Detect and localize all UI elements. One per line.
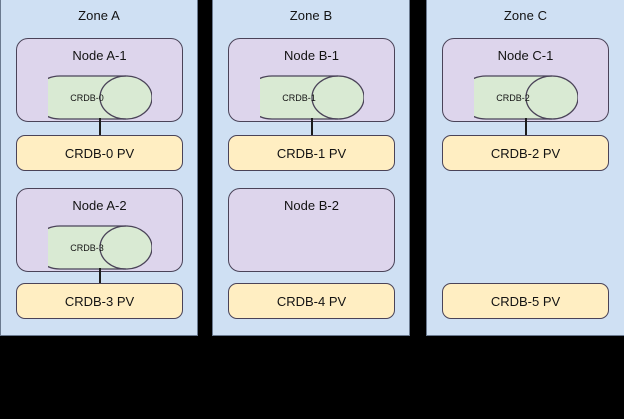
pod-crdb-3: CRDB-3 <box>48 225 152 270</box>
node-b-1-title: Node B-1 <box>284 48 339 63</box>
pod-crdb-1: CRDB-1 <box>260 75 364 120</box>
link-node-b-1-to-pv <box>311 118 313 136</box>
pv-crdb-2: CRDB-2 PV <box>442 135 609 171</box>
cylinder-icon <box>474 75 578 120</box>
cylinder-icon <box>48 75 152 120</box>
node-b-2: Node B-2 <box>228 188 395 272</box>
pod-crdb-0-label: CRDB-0 <box>70 92 104 103</box>
node-a-1: Node A-1 CRDB-0 <box>16 38 183 122</box>
cylinder-icon <box>260 75 364 120</box>
node-a-2-title: Node A-2 <box>72 198 127 213</box>
pod-crdb-0: CRDB-0 <box>48 75 152 120</box>
node-a-1-title: Node A-1 <box>72 48 127 63</box>
link-node-a-2-to-pv <box>99 268 101 286</box>
pv-crdb-1: CRDB-1 PV <box>228 135 395 171</box>
link-node-c-1-to-pv <box>525 118 527 136</box>
cylinder-icon <box>48 225 152 270</box>
pod-crdb-1-label: CRDB-1 <box>282 92 316 103</box>
zone-a-title: Zone A <box>78 8 120 23</box>
zone-c: Zone C Node C-1 CRDB-2 CRDB-2 PV CRDB-5 … <box>426 0 624 336</box>
link-node-a-1-to-pv <box>99 118 101 136</box>
pv-crdb-5: CRDB-5 PV <box>442 283 609 319</box>
pod-crdb-3-label: CRDB-3 <box>70 242 104 253</box>
zone-c-title: Zone C <box>503 8 548 23</box>
node-a-2: Node A-2 CRDB-3 <box>16 188 183 272</box>
pv-crdb-4: CRDB-4 PV <box>228 283 395 319</box>
zone-b: Zone B Node B-1 CRDB-1 CRDB-1 PV Node B-… <box>212 0 410 336</box>
zone-a: Zone A Node A-1 CRDB-0 CRDB-0 PV Node A-… <box>0 0 198 336</box>
node-b-1: Node B-1 CRDB-1 <box>228 38 395 122</box>
zone-b-title: Zone B <box>289 8 333 23</box>
node-c-1-title: Node C-1 <box>497 48 554 63</box>
pod-crdb-2: CRDB-2 <box>474 75 578 120</box>
node-c-1: Node C-1 CRDB-2 <box>442 38 609 122</box>
pv-crdb-0: CRDB-0 PV <box>16 135 183 171</box>
pod-crdb-2-label: CRDB-2 <box>496 92 530 103</box>
pv-crdb-3: CRDB-3 PV <box>16 283 183 319</box>
node-b-2-title: Node B-2 <box>284 198 339 213</box>
